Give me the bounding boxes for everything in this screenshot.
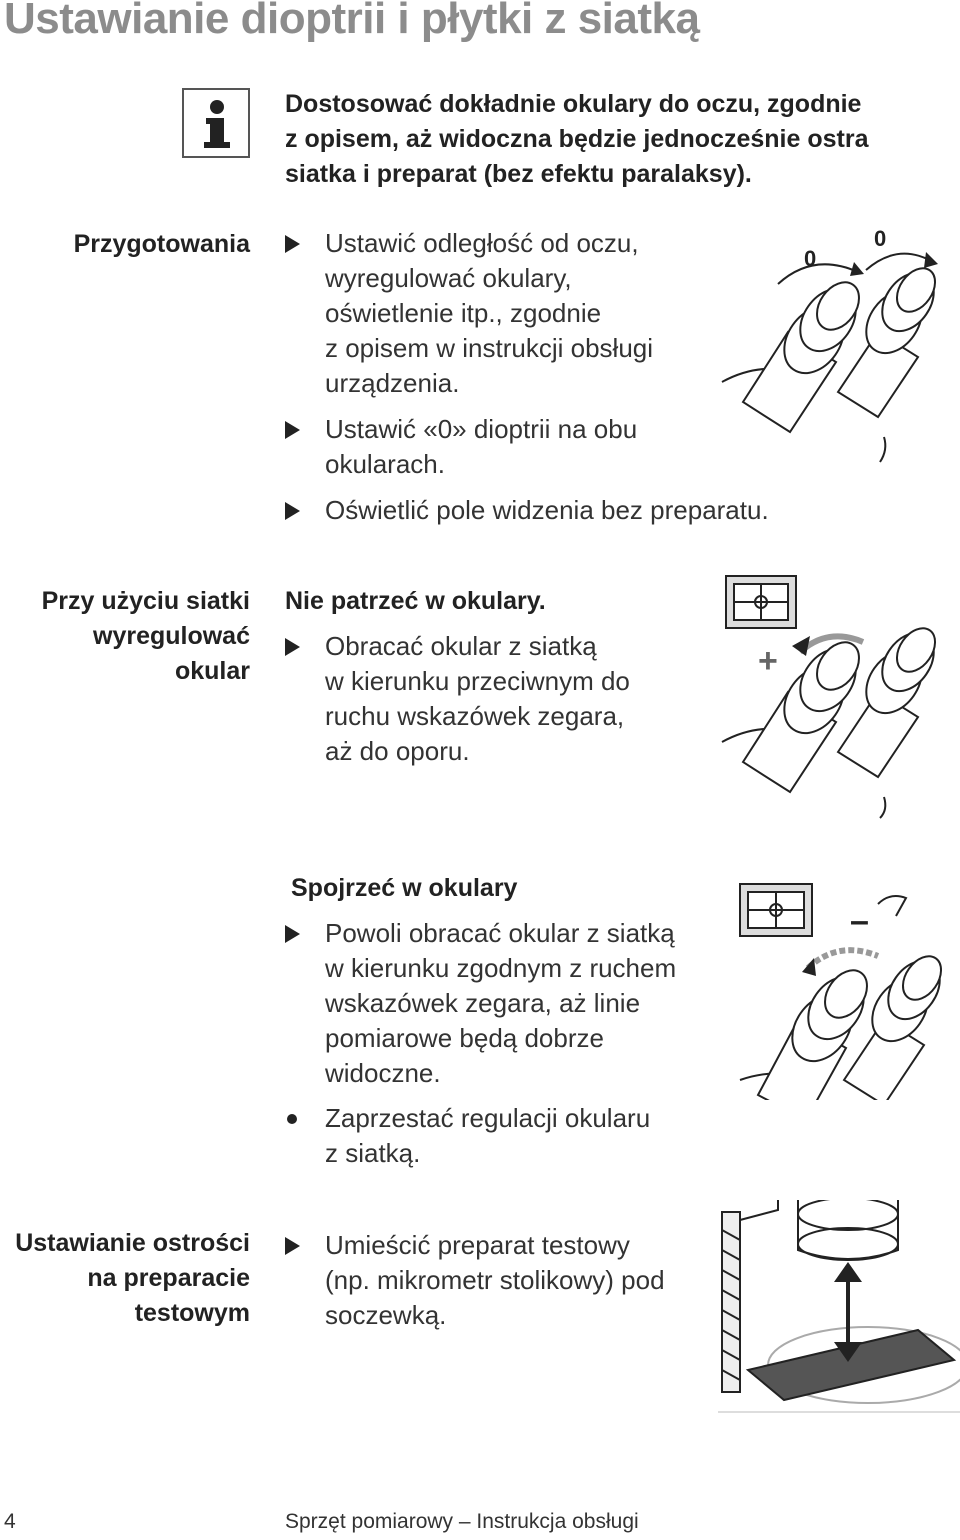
zero-label: 0 — [804, 246, 816, 271]
section-heading: Spojrzeć w okulary — [291, 874, 518, 902]
eyepieces-zero-illustration: 0 0 — [721, 226, 938, 463]
info-line: Dostosować dokładnie okulary do oczu, zg… — [285, 90, 862, 118]
page-number: 4 — [4, 1510, 16, 1533]
arrow-bullet-icon — [285, 925, 300, 943]
info-line: siatka i preparat (bez efektu paralaksy)… — [285, 160, 752, 188]
info-text: Dostosować dokładnie okulary do oczu, zg… — [285, 87, 868, 192]
info-line: z opisem, aż widoczna będzie jednocześni… — [285, 125, 869, 153]
section-label-przygotowania: Przygotowania — [73, 230, 250, 258]
eyepiece-reticle-minus-illustration: – — [739, 883, 943, 1100]
page-title: Ustawianie dioptrii i płytki z siatką — [4, 0, 700, 43]
arrow-bullet-icon — [285, 421, 300, 439]
eyepiece-reticle-plus-illustration: + — [721, 575, 937, 819]
section-heading: Nie patrzeć w okulary. — [285, 587, 546, 615]
plus-sign: + — [758, 642, 778, 680]
dot-bullet-icon — [287, 1114, 297, 1124]
objective-specimen-illustration — [718, 1200, 960, 1413]
section-label-siatka: Przy użyciu siatki wyregulować okular — [41, 587, 250, 685]
section-label-ostrosc: Ustawianie ostrości na preparacie testow… — [15, 1229, 250, 1327]
arrow-bullet-icon — [285, 502, 300, 520]
arrow-bullet-icon — [285, 235, 300, 253]
minus-sign: – — [850, 902, 869, 940]
zero-label: 0 — [874, 226, 886, 251]
arrow-bullet-icon — [285, 638, 300, 656]
info-icon — [182, 88, 250, 158]
footer-doc-title: Sprzęt pomiarowy – Instrukcja obsługi — [285, 1510, 639, 1533]
arrow-bullet-icon — [285, 1237, 300, 1255]
